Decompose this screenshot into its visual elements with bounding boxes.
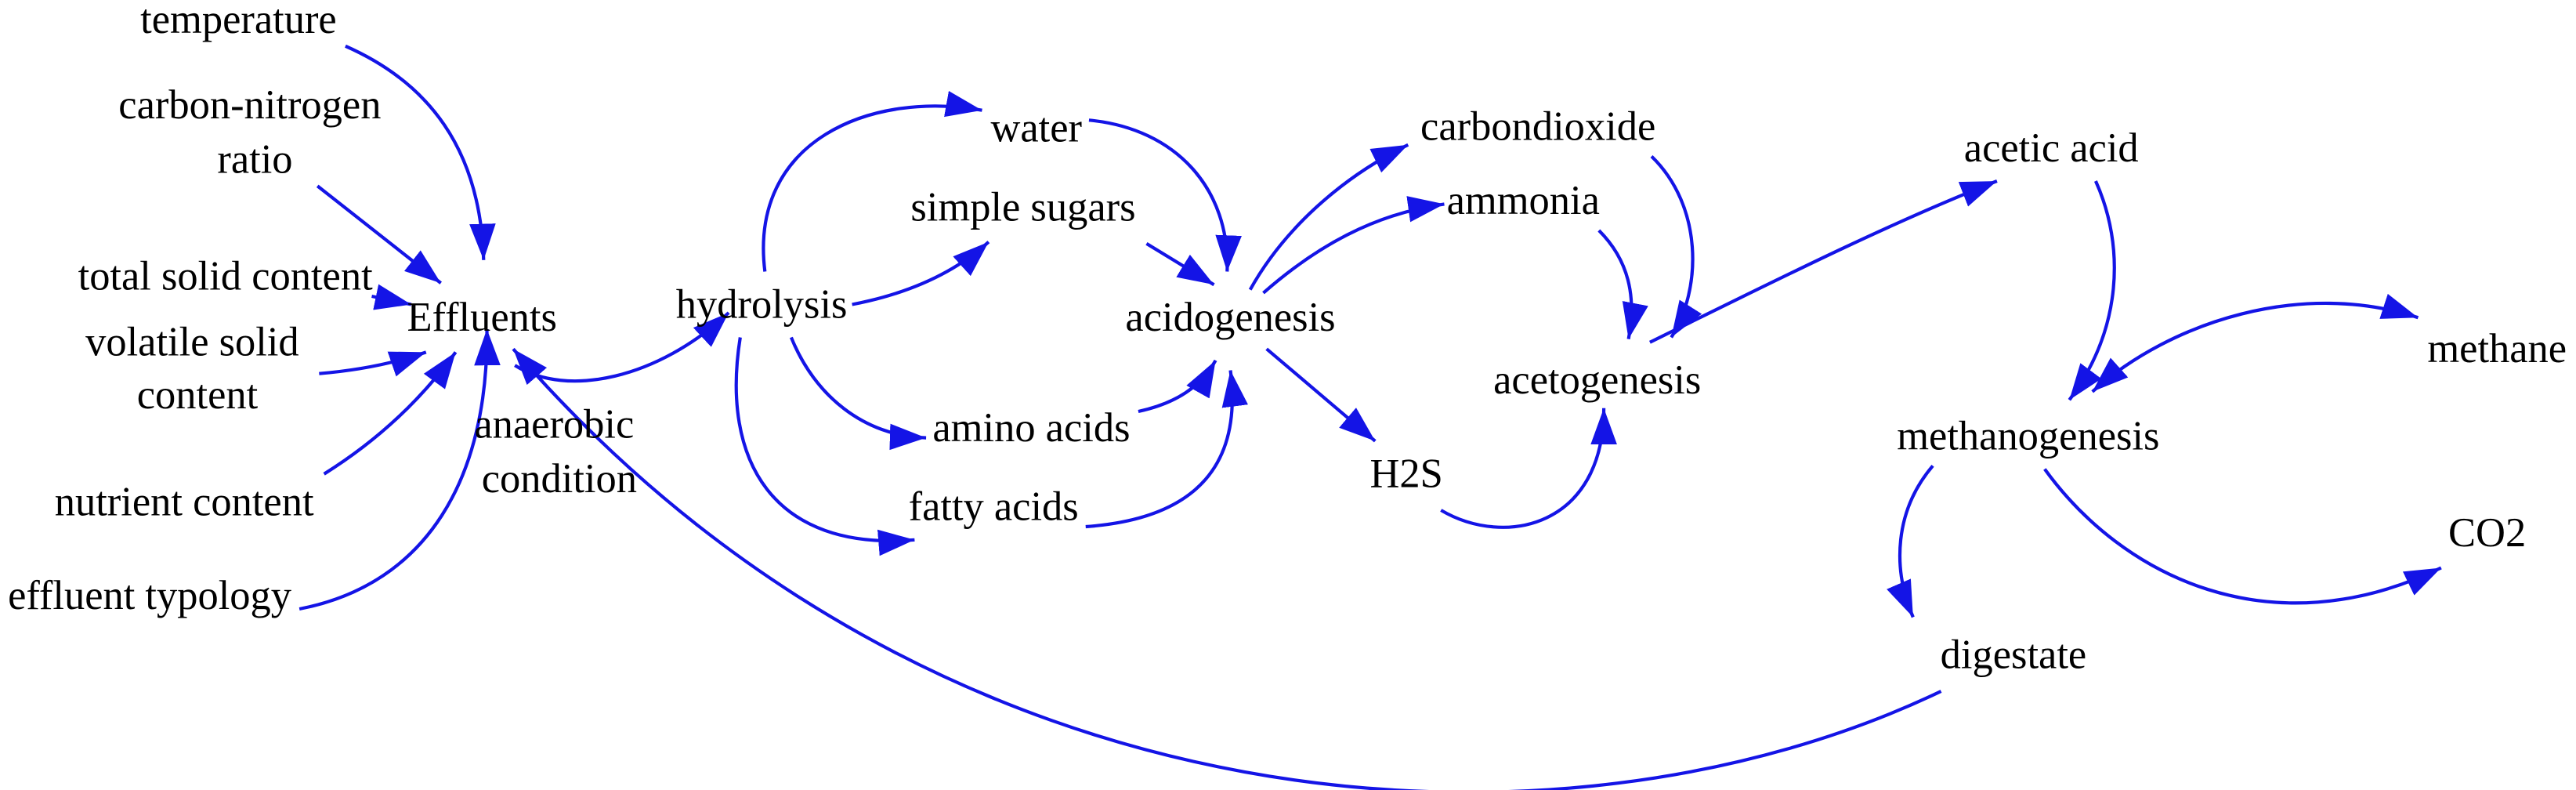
arrow-carbondioxide-acetogenesis xyxy=(1650,154,1702,339)
arrow-acidogenesis-carbondioxide xyxy=(1248,143,1409,291)
arrow-volatile-solid-content-effluents xyxy=(319,350,427,377)
arrow-acidogenesis-ammonia xyxy=(1262,196,1445,295)
node-methane: methane xyxy=(2427,326,2567,371)
arrow-fatty-acids-acidogenesis xyxy=(1085,370,1248,529)
node-methanogenesis: methanogenesis xyxy=(1897,413,2159,458)
node-labels: temperature carbon-nitrogen ratio total … xyxy=(8,0,2567,678)
node-carbon-nitrogen-ratio-line-1: carbon-nitrogen xyxy=(118,82,381,128)
arrow-carbon-nitrogen-ratio-effluents xyxy=(316,184,442,284)
node-effluent-typology: effluent typology xyxy=(8,573,292,618)
node-volatile-solid-content-line-2: content xyxy=(137,372,259,418)
arrow-digestate-effluents xyxy=(512,347,1942,790)
arrow-nutrient-content-effluents xyxy=(323,351,458,476)
arrow-ammonia-acetogenesis xyxy=(1597,229,1648,339)
node-anaerobic-condition: anaerobic condition xyxy=(474,402,644,502)
node-acetic-acid: acetic acid xyxy=(1964,125,2139,171)
node-volatile-solid-content-line-1: volatile solid xyxy=(85,320,299,365)
arrow-acetic-acid-methanogenesis xyxy=(2068,180,2116,401)
node-hydrolysis: hydrolysis xyxy=(676,281,848,327)
arrow-effluent-typology-effluents xyxy=(298,328,501,611)
arrow-methanogenesis-co2 xyxy=(2043,468,2442,605)
arrow-acetogenesis-acetic-acid xyxy=(1648,179,1998,344)
node-amino-acids: amino acids xyxy=(932,405,1130,451)
arrow-methanogenesis-digestate xyxy=(1887,464,1934,618)
arrow-water-acidogenesis xyxy=(1088,118,1242,272)
arrows xyxy=(298,44,2442,790)
arrow-total-solid-content-effluents xyxy=(371,284,412,310)
node-acetogenesis: acetogenesis xyxy=(1493,357,1701,403)
node-temperature: temperature xyxy=(140,0,337,42)
node-volatile-solid-content: volatile solid content xyxy=(85,320,309,418)
arrow-hydrolysis-simple-sugars xyxy=(852,241,990,306)
node-effluents: Effluents xyxy=(407,295,556,340)
node-simple-sugars: simple sugars xyxy=(910,184,1135,230)
arrow-simple-sugars-acidogenesis xyxy=(1145,242,1215,287)
node-anaerobic-condition-line-2: condition xyxy=(482,456,637,502)
arrow-temperature-effluents xyxy=(345,44,496,260)
arrow-hydrolysis-amino-acids xyxy=(789,336,927,451)
arrow-amino-acids-acidogenesis xyxy=(1138,359,1217,414)
node-h2s: H2S xyxy=(1370,451,1443,497)
node-co2: CO2 xyxy=(2448,510,2526,556)
arrow-acidogenesis-h2s xyxy=(1265,347,1377,443)
arrow-h2s-acetogenesis xyxy=(1440,408,1617,529)
node-acidogenesis: acidogenesis xyxy=(1125,295,1335,340)
arrow-methanogenesis-methane-bidirectional xyxy=(2091,293,2419,393)
node-nutrient-content: nutrient content xyxy=(55,479,314,524)
node-carbondioxide: carbondioxide xyxy=(1420,103,1655,149)
node-carbon-nitrogen-ratio: carbon-nitrogen ratio xyxy=(118,82,391,182)
arrow-hydrolysis-water xyxy=(762,91,982,272)
node-ammonia: ammonia xyxy=(1447,178,1600,223)
node-digestate: digestate xyxy=(1941,632,2087,678)
node-water: water xyxy=(990,106,1082,151)
node-anaerobic-condition-line-1: anaerobic xyxy=(474,402,634,448)
arrow-hydrolysis-fatty-acids xyxy=(734,337,915,556)
node-fatty-acids: fatty acids xyxy=(909,484,1079,530)
node-total-solid-content: total solid content xyxy=(78,254,373,299)
node-carbon-nitrogen-ratio-line-2: ratio xyxy=(217,136,292,182)
arrow-effluents-hydrolysis xyxy=(514,311,730,383)
